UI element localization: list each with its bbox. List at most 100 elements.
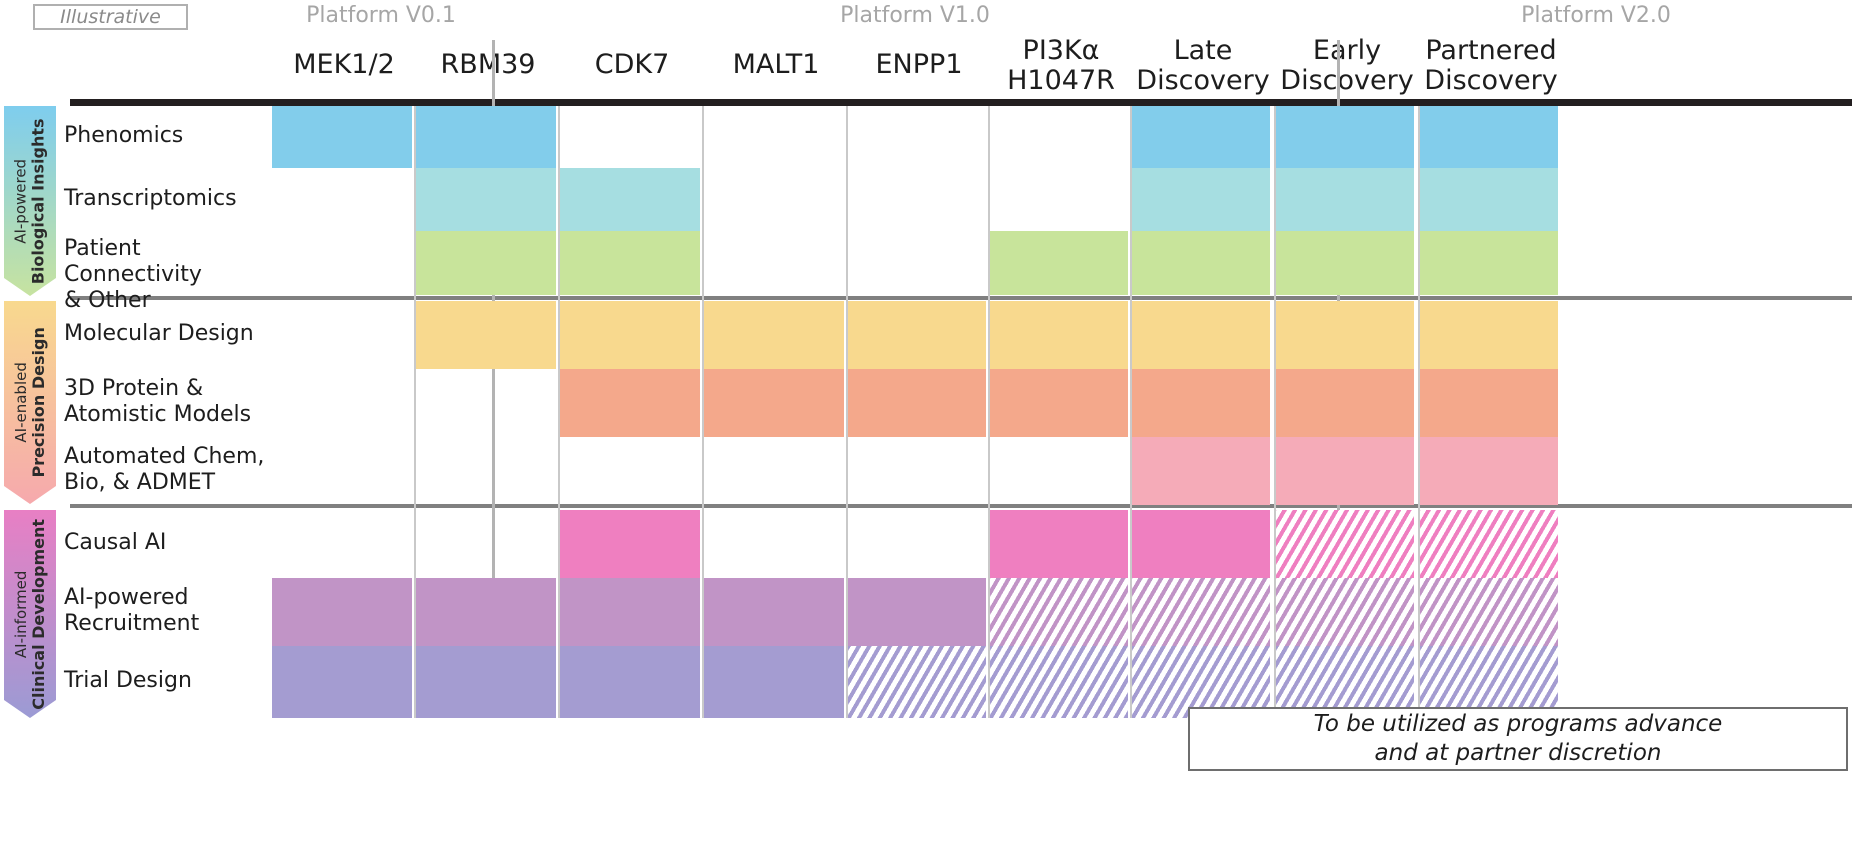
rail-title: Biological Insights — [28, 118, 48, 284]
platform-group-label: Platform V2.0 — [1521, 3, 1671, 28]
grid-cell — [560, 578, 700, 646]
grid-cell — [990, 510, 1128, 578]
section-divider — [70, 296, 1852, 300]
grid-cell — [416, 168, 556, 231]
section-divider — [70, 504, 1852, 508]
callout-box: To be utilized as programs advance and a… — [1188, 707, 1848, 771]
grid-cell — [1420, 168, 1558, 231]
grid-cell — [1132, 646, 1270, 718]
grid-cell — [1132, 231, 1270, 295]
grid-cell — [1276, 301, 1414, 369]
grid-cell — [990, 301, 1128, 369]
grid-cell — [704, 578, 844, 646]
grid-cell — [1420, 646, 1558, 718]
rail-subtitle: AI-powered — [11, 158, 30, 244]
row-label-recruitment: AI-powered Recruitment — [64, 585, 200, 636]
grid-cell — [1276, 578, 1414, 646]
row-label-trialdesign: Trial Design — [64, 668, 192, 693]
header-rule — [70, 99, 1852, 106]
column-header-enp: ENPP1 — [875, 49, 963, 80]
grid-cell — [1132, 510, 1270, 578]
grid-cell — [272, 106, 412, 168]
grid-cell — [1132, 168, 1270, 231]
platform-divider — [492, 40, 495, 718]
grid-cell — [990, 369, 1128, 437]
column-header-cdk: CDK7 — [594, 49, 670, 80]
row-label-transcript: Transcriptomics — [64, 185, 237, 211]
grid-cell — [1132, 106, 1270, 168]
row-label-moldesign: Molecular Design — [64, 321, 254, 346]
grid-cell — [848, 301, 986, 369]
grid-cell — [1276, 231, 1414, 295]
row-label-autochem: Automated Chem, Bio, & ADMET — [64, 444, 265, 495]
grid-cell — [704, 646, 844, 718]
row-label-causalai: Causal AI — [64, 530, 167, 555]
grid-cell — [1276, 168, 1414, 231]
column-header-mlt: MALT1 — [732, 49, 820, 80]
grid-cell — [1420, 231, 1558, 295]
row-label-protein3d: 3D Protein & Atomistic Models — [64, 376, 252, 427]
column-separator — [846, 106, 848, 718]
column-separator — [558, 106, 560, 718]
column-header-lat: Late Discovery — [1136, 35, 1270, 96]
rail-title: Precision Design — [28, 327, 48, 478]
grid-cell — [848, 369, 986, 437]
grid-cell — [1420, 510, 1558, 578]
column-header-rbm: RBM39 — [440, 49, 536, 80]
grid-cell — [416, 646, 556, 718]
grid-cell — [1132, 301, 1270, 369]
grid-cell — [1276, 510, 1414, 578]
grid-cell — [1276, 646, 1414, 718]
callout-line-1: To be utilized as programs advance — [1313, 711, 1723, 737]
grid-cell — [1420, 301, 1558, 369]
grid-cell — [1132, 578, 1270, 646]
grid-cell — [416, 301, 556, 369]
grid-cell — [272, 646, 412, 718]
callout-line-2: and at partner discretion — [1374, 740, 1662, 766]
row-label-patientconn: Patient Connectivity & Other — [64, 236, 202, 313]
grid-cell — [560, 168, 700, 231]
column-header-mek: MEK1/2 — [293, 49, 395, 80]
grid-cell — [848, 578, 986, 646]
grid-cell — [560, 510, 700, 578]
grid-cell — [704, 301, 844, 369]
column-header-ear: Early Discovery — [1280, 35, 1414, 96]
grid-cell — [1276, 437, 1414, 505]
rail-title: Clinical Development — [28, 518, 48, 710]
grid-cell — [272, 578, 412, 646]
row-label-phenomics: Phenomics — [64, 123, 184, 148]
grid-cell — [560, 301, 700, 369]
column-separator — [1130, 106, 1132, 718]
illustrative-badge: Illustrative — [33, 4, 188, 30]
rail-subtitle: AI-enabled — [11, 362, 30, 443]
grid-cell — [560, 646, 700, 718]
rail-subtitle: AI-informed — [11, 570, 30, 658]
grid-cell — [990, 578, 1128, 646]
grid-cell — [1276, 106, 1414, 168]
platform-group-label: Platform V0.1 — [306, 3, 456, 28]
platform-group-label: Platform V1.0 — [840, 3, 990, 28]
column-separator — [1418, 106, 1420, 718]
grid-cell — [560, 369, 700, 437]
grid-cell — [1276, 369, 1414, 437]
grid-cell — [990, 231, 1128, 295]
column-separator — [414, 106, 416, 718]
column-separator — [1274, 106, 1276, 718]
grid-cell — [1420, 437, 1558, 505]
column-header-par: Partnered Discovery — [1424, 35, 1558, 96]
grid-cell — [416, 578, 556, 646]
column-headers: MEK1/2 RBM39 CDK7 MALT1 ENPP1 PI3Kα H1047R Lat… — [0, 34, 1852, 96]
grid-cell — [416, 231, 556, 295]
grid-cell — [1132, 369, 1270, 437]
grid-cell — [1420, 106, 1558, 168]
column-separator — [702, 106, 704, 718]
grid-cell — [990, 646, 1128, 718]
column-header-pi3: PI3Kα H1047R — [1007, 35, 1115, 96]
grid-cell — [1420, 369, 1558, 437]
grid-cell — [704, 369, 844, 437]
grid-cell — [1132, 437, 1270, 505]
grid-cell — [560, 231, 700, 295]
